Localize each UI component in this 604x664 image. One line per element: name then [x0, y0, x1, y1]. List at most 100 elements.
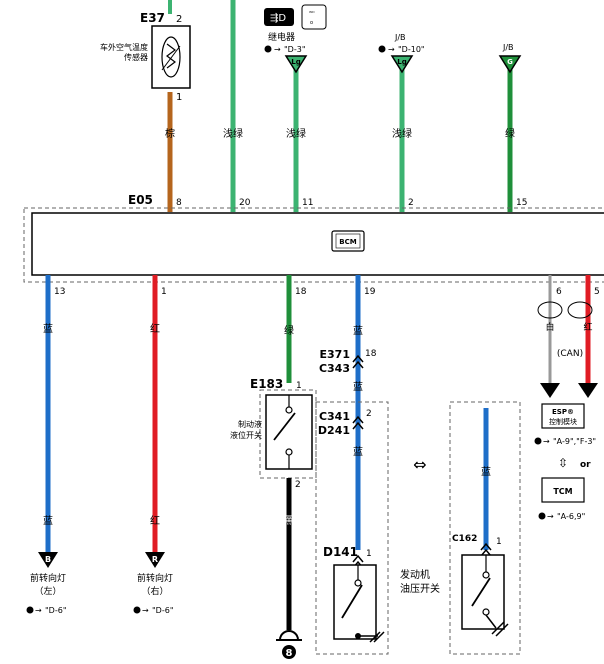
bcm-pin-11: 11	[302, 198, 313, 208]
d141-switch-blade	[341, 584, 363, 619]
connector-chevron-icon	[480, 548, 492, 557]
c162-ground-lead	[485, 614, 497, 629]
c341-id: C341	[319, 410, 350, 423]
relay-switch-glyph-2: o	[310, 20, 313, 26]
left-turn-name-1: 前转向灯	[30, 572, 66, 584]
relay-connector-triangle	[284, 55, 308, 74]
right-turn-connector-triangle	[145, 552, 165, 568]
twisted-pair-loop-left	[537, 301, 563, 319]
thermistor-icon	[161, 36, 181, 78]
right-turn-letter: R	[152, 555, 158, 564]
bcm-connector-id: E05	[128, 193, 153, 207]
tcm-module-box	[541, 477, 585, 503]
oil-switch-outline	[315, 401, 389, 655]
can-label: (CAN)	[557, 349, 583, 359]
c343-id: C343	[319, 362, 350, 375]
bcm-pin-13: 13	[54, 287, 65, 297]
chassis-ground-icon	[495, 623, 509, 637]
wire-color-left-red: 红	[150, 322, 160, 335]
right-turn-ref: "D-6"	[152, 606, 174, 615]
sensor-e37-name-1: 车外空气温度	[100, 42, 148, 52]
bcm-label: BCM	[339, 238, 356, 246]
left-turn-arrow-icon: →	[35, 606, 42, 615]
ground-badge	[282, 645, 296, 659]
c162-switch-blade	[471, 577, 491, 607]
bcm-pin-6: 6	[556, 287, 562, 297]
oil-switch-name-1: 发动机	[400, 568, 430, 581]
ground-icon	[279, 630, 299, 641]
wire-color-green-18: 绿	[284, 324, 294, 337]
bcm-module-icon	[331, 230, 365, 252]
bcm-pin-2: 2	[408, 198, 414, 208]
c162-contact-bottom	[482, 608, 490, 616]
jb1-arrow-icon: →	[388, 45, 395, 54]
bcm-box	[31, 212, 604, 276]
e183-pin-top: 1	[296, 381, 302, 391]
resistor-zigzag-icon	[166, 43, 176, 69]
relay-label: 继电器	[268, 31, 295, 43]
wire-color-black: 黑	[284, 515, 294, 527]
chassis-ground-icon	[491, 621, 505, 635]
jb1-connector-letter: Lg	[397, 58, 406, 66]
esp-line1: ESP®	[552, 408, 574, 416]
jb2-connector-triangle	[498, 55, 522, 74]
swap-icon: ⇔	[413, 455, 426, 474]
bcm-module-icon-inner	[335, 233, 361, 249]
ref-eye-icon	[378, 45, 386, 53]
wire-color-blue-19: 蓝	[353, 325, 363, 337]
c162-switch-box	[461, 554, 505, 630]
wire-color-pin20: 浅绿	[223, 127, 243, 140]
wire-color-blue-19-c: 蓝	[353, 446, 363, 458]
relay-switch-glyph-1: ᵂᴰ	[309, 11, 315, 17]
oil-switch-name-2: 油压开关	[400, 582, 440, 595]
ground-label: 8	[286, 648, 293, 659]
relay-icon-box	[264, 8, 294, 26]
c341-pin: 2	[366, 409, 372, 419]
tcm-ref: "A-6,9"	[557, 512, 585, 521]
right-turn-arrow-icon: →	[142, 606, 149, 615]
chassis-ground-icon	[373, 631, 385, 643]
relay-ref: "D-3"	[284, 45, 306, 54]
connector-chevron-icon	[352, 415, 364, 424]
wire-color-white: 白	[545, 321, 554, 333]
can-arrow-right	[578, 383, 598, 398]
left-turn-ref: "D-6"	[45, 606, 67, 615]
e183-switch-blade	[273, 412, 296, 441]
thermistor-slash-icon	[161, 45, 181, 71]
d241-id: D241	[318, 424, 350, 437]
chassis-ground-icon	[369, 631, 381, 643]
or-label: or	[580, 460, 591, 470]
ref-eye-icon	[26, 606, 34, 614]
e183-contact-bottom	[285, 448, 293, 456]
bcm-pin-19: 19	[364, 287, 376, 297]
tcm-arrow-icon: →	[547, 512, 554, 521]
ref-eye-icon	[264, 45, 272, 53]
wire-color-pin15: 绿	[505, 127, 515, 140]
c162-pin: 1	[496, 537, 502, 547]
jb2-tag: J/B	[502, 43, 514, 52]
wire-color-brown: 棕	[165, 127, 175, 140]
bcm-pin-8: 8	[176, 198, 182, 208]
d141-contact-top	[354, 579, 362, 587]
e183-id: E183	[250, 377, 283, 391]
left-turn-connector-triangle	[38, 552, 58, 568]
connector-chevron-icon	[352, 354, 364, 363]
relay-switch-icon	[301, 4, 327, 30]
sensor-e37-pin-bottom: 1	[176, 92, 182, 103]
wire-color-left-blue-2: 蓝	[43, 515, 53, 527]
tcm-label: TCM	[553, 487, 572, 496]
connector-chevron-icon	[352, 360, 364, 369]
sensor-e37-pin-top: 2	[176, 14, 182, 25]
bcm-pin-20: 20	[239, 198, 251, 208]
e183-pin-bottom: 2	[295, 480, 301, 490]
jb1-tag: J/B	[394, 33, 406, 42]
wire-color-pin11: 浅绿	[286, 127, 306, 140]
twisted-pair-loop-right	[567, 301, 593, 319]
right-turn-name-1: 前转向灯	[137, 572, 173, 584]
jb1-ref: "D-10"	[398, 45, 425, 54]
esp-module-box	[541, 403, 585, 429]
e183-name-1: 制动液	[238, 419, 262, 429]
ref-eye-icon	[133, 606, 141, 614]
c162-contact-top	[482, 571, 490, 579]
ref-eye-icon	[534, 437, 542, 445]
